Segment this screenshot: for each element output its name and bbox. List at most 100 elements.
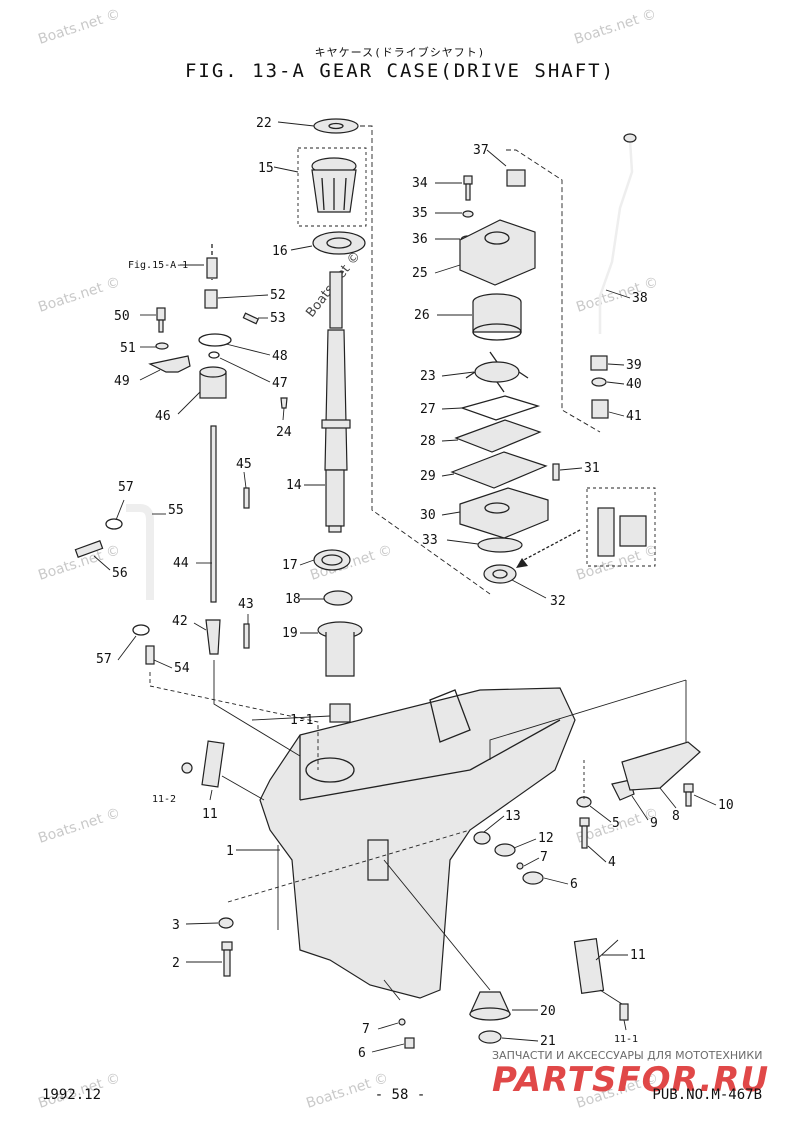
part-45-pin — [243, 487, 250, 509]
callout-54: 54 — [174, 661, 190, 676]
part-40-o-ring — [591, 377, 607, 387]
callout-55: 55 — [168, 503, 184, 518]
callout-33: 33 — [422, 533, 438, 548]
part-6-plug — [522, 871, 544, 885]
callout-50: 50 — [114, 309, 130, 324]
part-24-key — [280, 397, 288, 409]
callout-18: 18 — [285, 592, 301, 607]
callout-35: 35 — [412, 206, 428, 221]
part-detail-inset — [516, 487, 656, 568]
part-33-seal — [477, 537, 523, 553]
part-47-o-ring — [208, 351, 220, 359]
callout-20: 20 — [540, 1004, 556, 1019]
part-43-pin — [243, 623, 250, 649]
part-11-anode — [201, 740, 225, 788]
part-2-bolt — [221, 941, 233, 977]
callout-29: 29 — [420, 469, 436, 484]
part-15-pinion-gear — [297, 147, 367, 227]
callout-48: 48 — [272, 349, 288, 364]
callout-9: 9 — [650, 816, 658, 831]
callout-22: 22 — [256, 116, 272, 131]
callout-11-1: 11-1 — [614, 1034, 638, 1045]
part-57-clamp-lower — [132, 624, 150, 636]
callout-31: 31 — [584, 461, 600, 476]
part-23-impeller — [465, 351, 529, 393]
callout-15: 15 — [258, 161, 274, 176]
part-55-hose — [126, 504, 154, 600]
callout-41: 41 — [626, 409, 642, 424]
part-39-grommet — [590, 355, 608, 371]
watermark: Boats.net © — [572, 6, 658, 48]
part-11-anode-right — [573, 938, 605, 994]
callout-24: 24 — [276, 425, 292, 440]
callout-25: 25 — [412, 266, 428, 281]
part-17-seal — [313, 549, 351, 571]
part-11-1-bolt — [619, 1003, 629, 1021]
callout-19: 19 — [282, 626, 298, 641]
callout-39: 39 — [626, 358, 642, 373]
part-49-plate — [148, 355, 191, 373]
callout-53: 53 — [270, 311, 286, 326]
watermark: Boats.net © — [36, 274, 122, 316]
callout-11a: 11 — [202, 807, 218, 822]
leader-lines — [93, 121, 717, 1053]
callout-14: 14 — [286, 478, 302, 493]
part-53-pin — [242, 312, 259, 325]
part-18-seal — [323, 590, 353, 606]
callout-34: 34 — [412, 176, 428, 191]
callout-27: 27 — [420, 402, 436, 417]
callout-3: 3 — [172, 918, 180, 933]
callout-49: 49 — [114, 374, 130, 389]
part-35-washer — [462, 210, 474, 218]
callout-36: 36 — [412, 232, 428, 247]
part-6-plug-lower — [404, 1037, 415, 1049]
part-7-gasket-lower — [398, 1018, 406, 1026]
callout-51: 51 — [120, 341, 136, 356]
banner-brand-logo: PARTSFOR.RU — [492, 1060, 770, 1100]
callout-56: 56 — [112, 566, 128, 581]
part-52-collar — [204, 289, 218, 309]
part-27-gasket — [459, 395, 541, 421]
alignment-lines — [149, 125, 687, 1005]
part-7-gasket — [516, 862, 524, 870]
callout-labels: 22 15 16 Fig.15-A-1 52 53 50 51 48 47 49… — [96, 116, 734, 1061]
part-4-bolt — [579, 817, 590, 849]
part-ref-15a1-pin — [206, 244, 218, 280]
part-26-insert-cartridge — [472, 293, 522, 341]
banner-subtitle: ЗАПЧАСТИ И АКСЕССУАРЫ ДЛЯ МОТОТЕХНИКИ — [492, 1049, 763, 1062]
part-56-spring — [74, 540, 104, 558]
callout-10: 10 — [718, 798, 734, 813]
callout-38: 38 — [632, 291, 648, 306]
part-50-bolt — [156, 307, 166, 333]
part-21-nut — [478, 1030, 502, 1044]
callout-57b: 57 — [96, 652, 112, 667]
callout-11b: 11 — [630, 948, 646, 963]
callout-1-1: 1-1 — [290, 713, 313, 728]
callout-7b: 7 — [362, 1022, 370, 1037]
part-31-pin — [552, 463, 560, 481]
callout-26: 26 — [414, 308, 430, 323]
part-34-bolt — [463, 175, 473, 201]
callout-37: 37 — [473, 143, 489, 158]
part-42-shift-cam — [205, 619, 221, 655]
callout-47: 47 — [272, 376, 288, 391]
callout-43: 43 — [238, 597, 254, 612]
callout-42: 42 — [172, 614, 188, 629]
part-32-bearing — [483, 564, 517, 584]
callout-16: 16 — [272, 244, 288, 259]
callout-40: 40 — [626, 377, 642, 392]
callout-7a: 7 — [540, 850, 548, 865]
part-16-bearing — [312, 231, 366, 255]
part-30-pump-base — [459, 487, 549, 539]
callout-6a: 6 — [570, 877, 578, 892]
footer-page-number: - 58 - — [374, 1087, 426, 1103]
part-46-bushing — [199, 366, 227, 399]
part-20-pinion — [469, 991, 511, 1021]
part-19-sleeve — [317, 621, 363, 677]
callout-21: 21 — [540, 1034, 556, 1049]
callout-45: 45 — [236, 457, 252, 472]
part-41-seal — [591, 399, 609, 419]
callout-1: 1 — [226, 844, 234, 859]
